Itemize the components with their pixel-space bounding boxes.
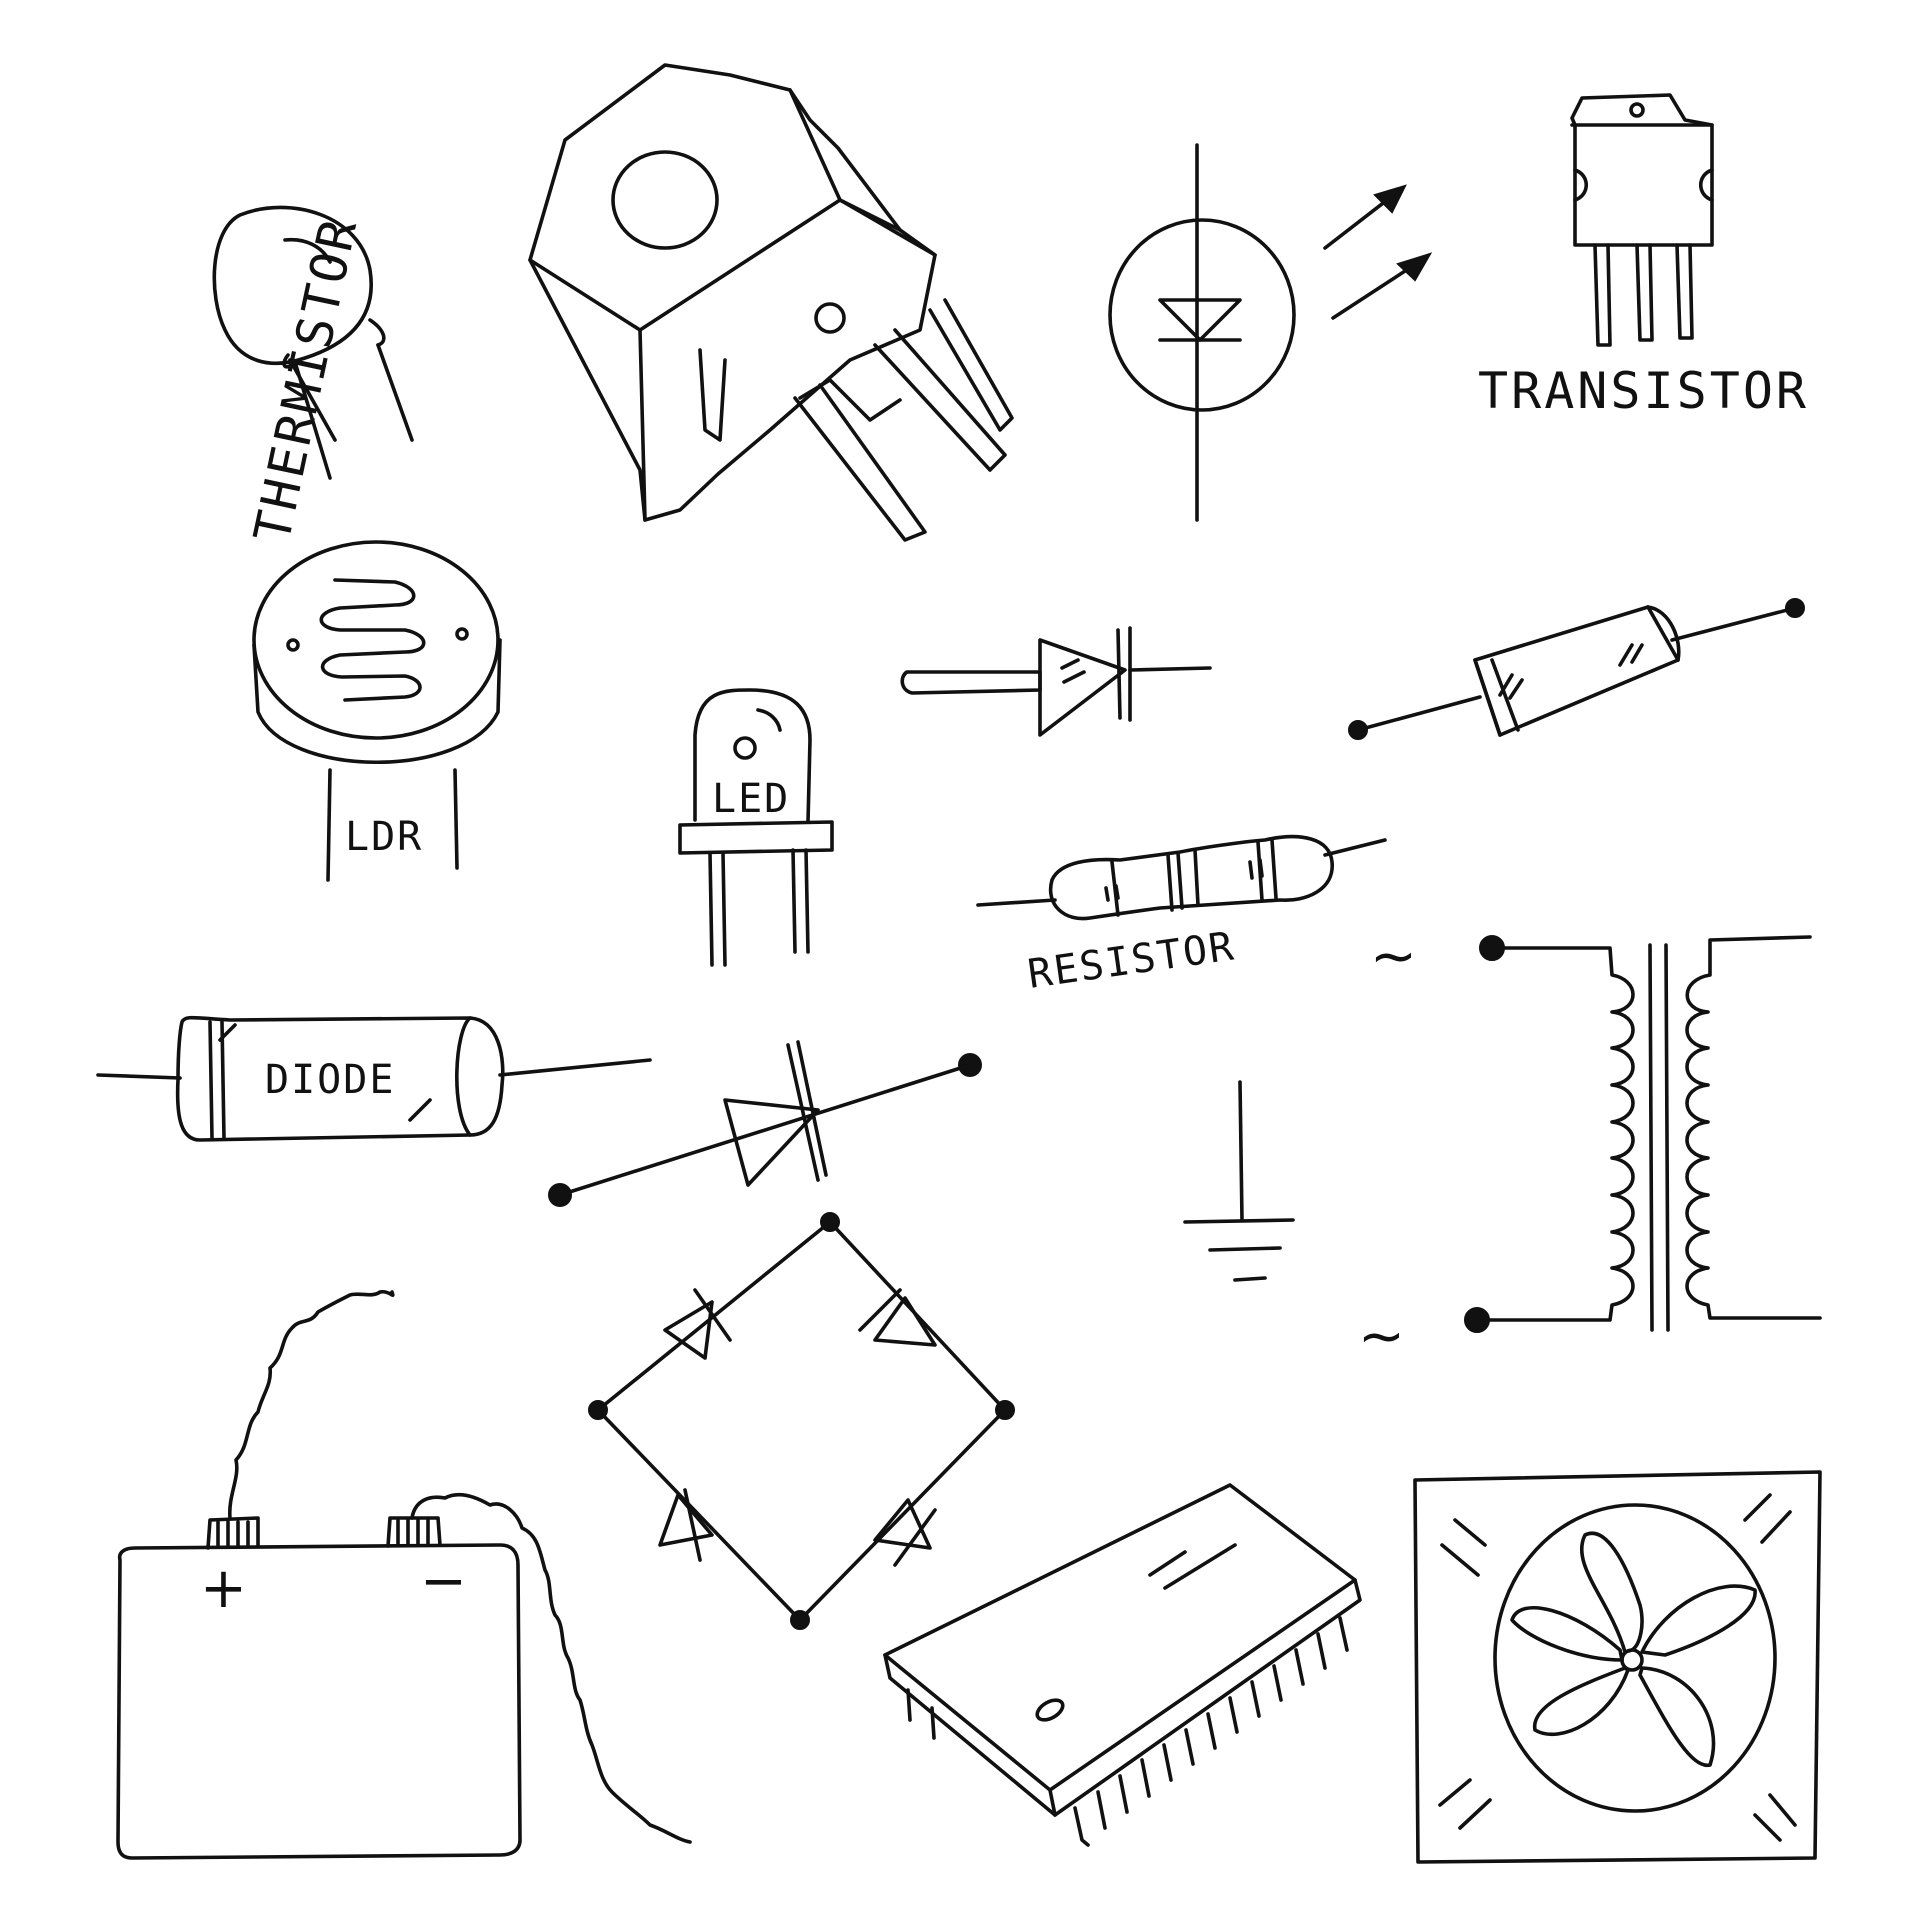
- ac-symbol-top: ~: [1370, 924, 1417, 989]
- capacitor-icon: [1348, 598, 1805, 740]
- ground-symbol-icon: [1183, 1080, 1295, 1282]
- thermistor-icon: [212, 205, 414, 480]
- diode-component-icon: [96, 1015, 652, 1142]
- battery-minus-label: −: [420, 1549, 467, 1614]
- ac-symbol-bottom: ~: [1358, 1304, 1405, 1369]
- resistor-label: RESISTOR: [1025, 923, 1238, 998]
- diode-label: DIODE: [265, 1057, 395, 1103]
- photodiode-symbol-icon: [1108, 143, 1433, 522]
- voltage-regulator-icon: [528, 63, 1014, 542]
- led-icon: [678, 688, 834, 967]
- cooling-fan-icon: [1413, 1470, 1822, 1864]
- transistor-label: TRANSISTOR: [1478, 362, 1809, 420]
- thermistor-label: THERMISTOR: [243, 212, 369, 548]
- zener-diode-symbol-icon: [548, 1040, 982, 1207]
- resistor-icon: [976, 834, 1387, 921]
- transistor-icon: [1570, 93, 1714, 347]
- diode-symbol-icon: [900, 626, 1212, 737]
- ic-chip-icon: [883, 1483, 1362, 1847]
- bridge-rectifier-icon: [588, 1212, 1015, 1630]
- ldr-icon: [252, 540, 502, 882]
- battery-icon: [116, 1289, 692, 1860]
- ldr-label: LDR: [345, 814, 423, 860]
- battery-plus-label: +: [200, 1556, 247, 1621]
- led-label: LED: [712, 776, 790, 822]
- transformer-symbol-icon: [1464, 935, 1822, 1333]
